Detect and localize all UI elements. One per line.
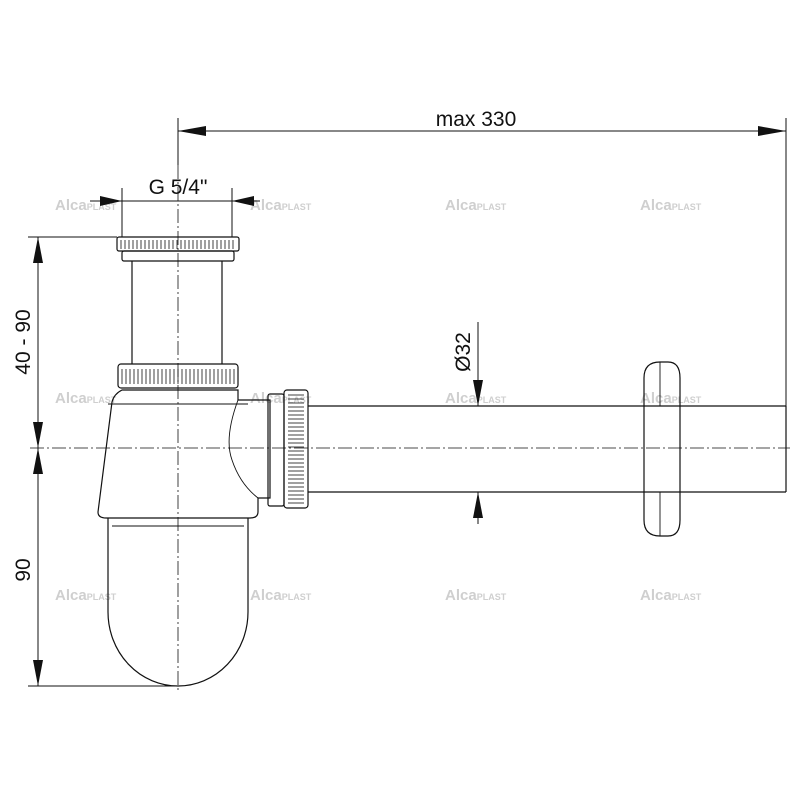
- watermark-logo: AlcaPLAST: [55, 390, 117, 407]
- dimension-max-length: max 330: [178, 108, 786, 136]
- watermark-logo: AlcaPLAST: [55, 197, 117, 214]
- watermark-logo: AlcaPLAST: [640, 587, 702, 604]
- watermark-logo: AlcaPLAST: [445, 197, 507, 214]
- max-length-label: max 330: [436, 108, 517, 131]
- thread-label: G 5/4": [149, 176, 208, 199]
- middle-nut: [117, 363, 239, 389]
- vertical-tube: [131, 261, 223, 364]
- watermark-logo: AlcaPLAST: [445, 587, 507, 604]
- dimension-height-range: 40 - 90: [12, 237, 43, 448]
- wall-rosette: [643, 361, 681, 537]
- height-range-label: 40 - 90: [12, 309, 35, 374]
- side-nut: [267, 389, 309, 509]
- horizontal-pipe: [308, 405, 787, 493]
- pipe-diameter-label: Ø32: [452, 332, 475, 372]
- watermark-logo: AlcaPLAST: [640, 197, 702, 214]
- dimension-pipe-diameter: Ø32: [452, 332, 483, 518]
- watermark-logo: AlcaPLAST: [55, 587, 117, 604]
- depth-label: 90: [12, 558, 35, 581]
- dimension-thread: G 5/4": [90, 176, 260, 206]
- watermark-logo: AlcaPLAST: [640, 390, 702, 407]
- dimension-depth: 90: [12, 448, 43, 686]
- watermark-logo: AlcaPLAST: [445, 390, 507, 407]
- watermark-logo: AlcaPLAST: [250, 197, 312, 214]
- watermark-logo: AlcaPLAST: [250, 390, 312, 407]
- top-nut: [116, 236, 240, 262]
- watermark-logo: AlcaPLAST: [250, 587, 312, 604]
- siphon-body: [97, 389, 271, 519]
- watermark-layer: AlcaPLAST AlcaPLAST AlcaPLAST AlcaPLAST Alca…: [55, 197, 702, 604]
- extension-lines: [28, 118, 787, 687]
